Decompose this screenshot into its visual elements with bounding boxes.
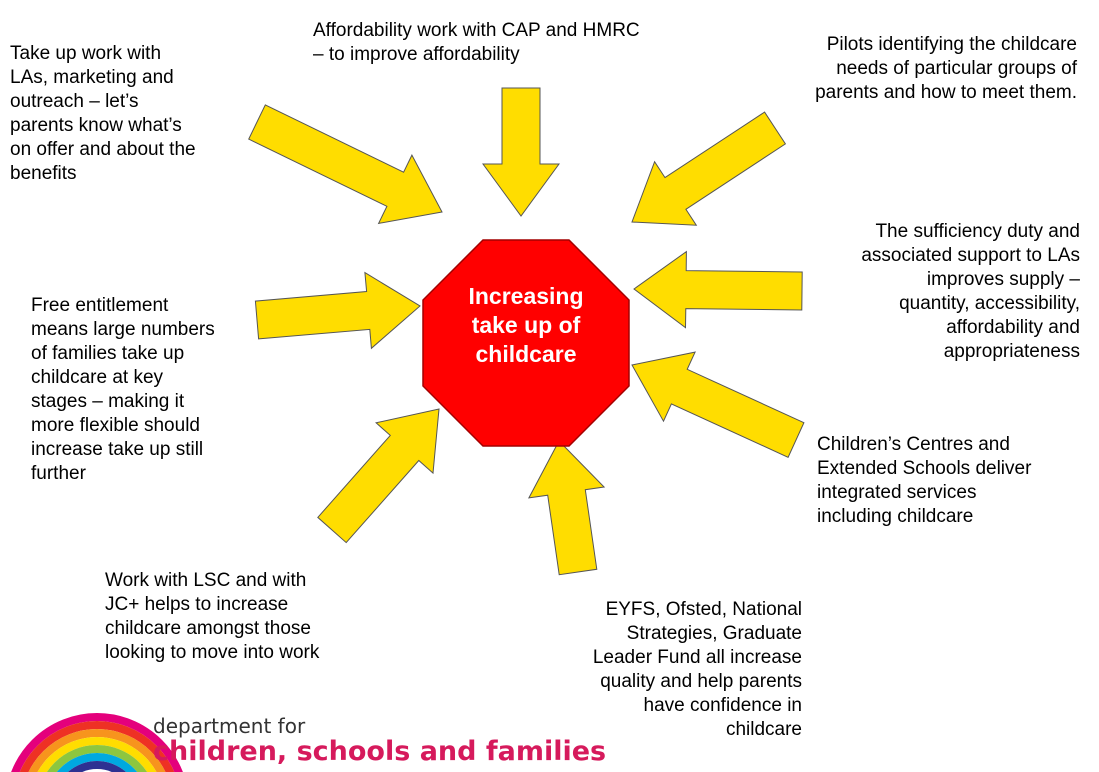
center-label: Increasing take up of childcare	[468, 283, 584, 367]
rainbow-band	[11, 713, 183, 772]
arrow-from-sufficiency	[633, 250, 803, 329]
note-pilots: Pilots identifying the childcare needs o…	[815, 34, 1077, 103]
arrow-from-centres	[631, 351, 805, 458]
logo-line-1: department for	[153, 714, 306, 738]
arrow-from-free-entitlement	[254, 271, 421, 350]
rainbow-logo-icon	[11, 713, 183, 772]
arrow-from-pilots	[631, 111, 787, 226]
note-eyfs: EYFS, Ofsted, National Strategies, Gradu…	[592, 599, 802, 740]
note-sufficiency-duty: The sufficiency duty and associated supp…	[861, 221, 1080, 362]
rainbow-band	[46, 745, 148, 772]
note-free-entitlement: Free entitlement means large numbers of …	[31, 295, 215, 484]
rainbow-band	[56, 753, 138, 772]
note-take-up-work: Take up work with LAs, marketing and out…	[10, 43, 196, 184]
rainbow-band	[19, 721, 175, 772]
arrow-from-affordability	[482, 87, 560, 217]
note-affordability: Affordability work with CAP and HMRC – t…	[313, 20, 640, 65]
note-childrens-centres: Children’s Centres and Extended Schools …	[817, 434, 1032, 527]
logo-line-2: children, schools and families	[153, 736, 607, 767]
rainbow-band	[28, 729, 166, 772]
rainbow-band	[37, 737, 157, 772]
rainbow-band	[68, 761, 126, 772]
arrow-from-eyfs	[527, 440, 606, 576]
arrow-from-take-up	[248, 104, 443, 225]
arrow-from-work-lsc	[317, 408, 440, 544]
arrows-group	[248, 87, 805, 576]
center-stop-sign	[422, 239, 630, 447]
note-work-with-lsc: Work with LSC and with JC+ helps to incr…	[105, 570, 320, 663]
